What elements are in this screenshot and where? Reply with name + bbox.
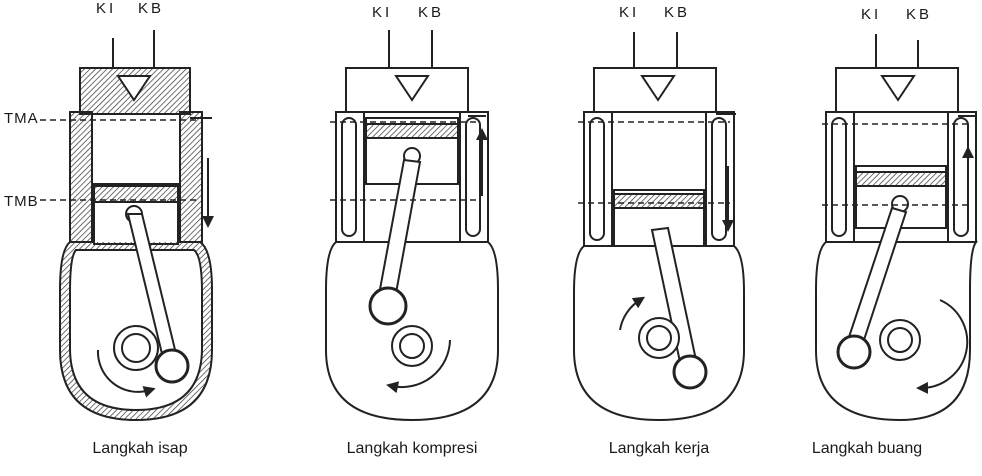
engine-buang xyxy=(815,34,978,422)
ki-label-1: KI xyxy=(96,0,117,17)
ki-label-3: KI xyxy=(619,4,640,21)
tmb-label: TMB xyxy=(4,193,39,210)
kb-label-4: KB xyxy=(906,6,933,23)
kb-label-3: KB xyxy=(664,4,691,21)
engine-kerja xyxy=(573,32,745,422)
tma-label: TMA xyxy=(4,110,39,127)
caption-kompresi: Langkah kompresi xyxy=(346,440,478,457)
engine-kompresi xyxy=(325,30,499,422)
kb-label-2: KB xyxy=(418,4,445,21)
ki-label-4: KI xyxy=(861,6,882,23)
caption-isap: Langkah isap xyxy=(92,440,188,457)
engine-isap xyxy=(40,30,214,422)
caption-kerja: Langkah kerja xyxy=(608,440,710,457)
kb-label-1: KB xyxy=(138,0,165,17)
caption-buang: Langkah buang xyxy=(811,440,923,457)
ki-label-2: KI xyxy=(372,4,393,21)
